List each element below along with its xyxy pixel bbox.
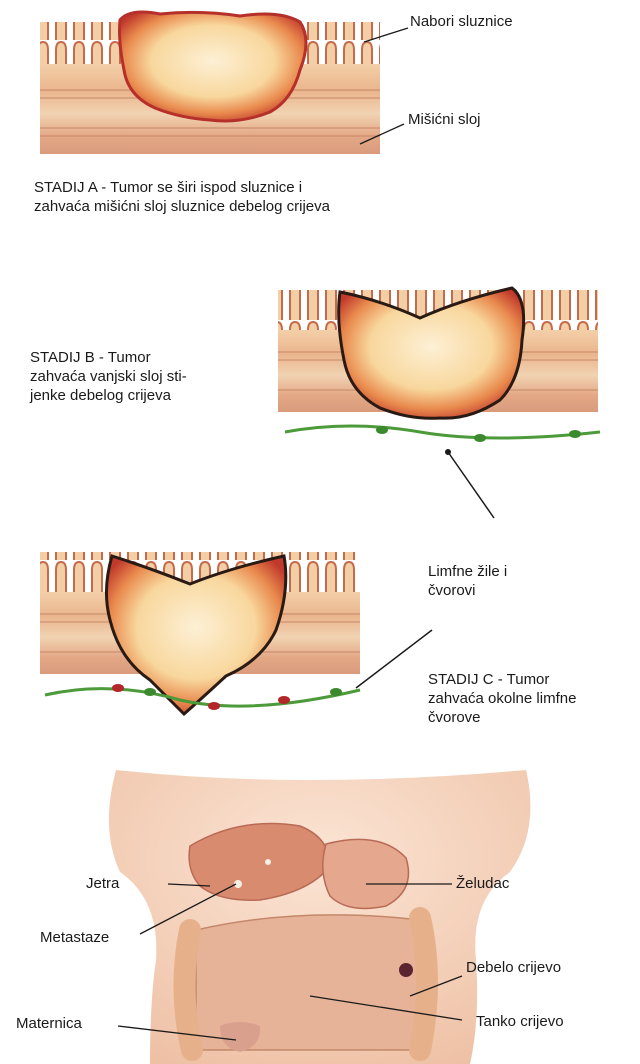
- stage-a-illustration: [40, 12, 380, 154]
- stage-a-caption: STADIJ A - Tumor se širi ispod sluznice …: [34, 178, 514, 216]
- label-uterus: Maternica: [16, 1014, 82, 1033]
- colon-lesion: [399, 963, 413, 977]
- stage-b-pointer-line: [448, 452, 494, 518]
- stomach: [323, 839, 409, 908]
- stage-b-lymph-vessel: [285, 426, 600, 438]
- label-metastases: Metastaze: [40, 928, 109, 947]
- stage-c-illustration: [40, 552, 432, 714]
- label-muscle-layer: Mišićni sloj: [408, 110, 481, 129]
- label-large-intestine: Debelo crijevo: [466, 958, 561, 977]
- stage-b-caption: STADIJ B - Tumor zahvaća vanjski sloj st…: [30, 348, 270, 405]
- stage-c-pointer-line: [356, 630, 432, 688]
- label-mucosal-folds: Nabori sluznice: [410, 12, 513, 31]
- stage-b-illustration: [278, 288, 600, 518]
- label-stomach: Želudac: [456, 874, 509, 893]
- stage-a-tumor: [120, 12, 307, 121]
- label-liver: Jetra: [86, 874, 119, 893]
- label-lymph-vessels-nodes: Limfne žile i čvorovi: [428, 562, 628, 600]
- label-small-intestine: Tanko crijevo: [476, 1012, 564, 1031]
- stage-c-caption: STADIJ C - Tumor zahvaća okolne limfne č…: [428, 670, 638, 727]
